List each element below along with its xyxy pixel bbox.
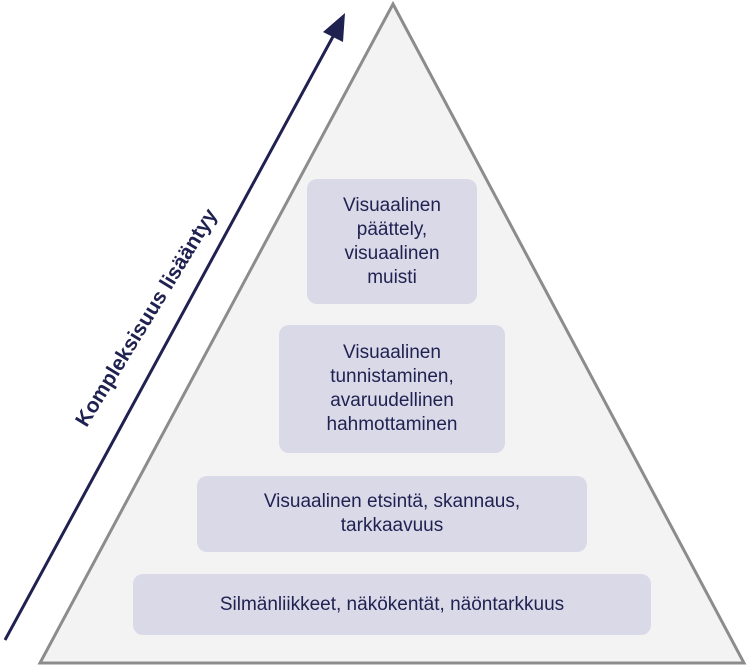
pyramid-level-2: Visuaalinen etsintä, skannaus, tarkkaavu… (197, 476, 587, 552)
pyramid-level-4: Visuaalinen päättely, visuaalinen muisti (307, 179, 477, 304)
pyramid-level-1: Silmänliikkeet, näkökentät, näöntarkkuus (133, 574, 651, 635)
complexity-arrow-shaft (3, 30, 338, 641)
complexity-arrow-head (323, 13, 345, 42)
pyramid-level-3: Visuaalinen tunnistaminen, avaruudelline… (279, 325, 505, 453)
